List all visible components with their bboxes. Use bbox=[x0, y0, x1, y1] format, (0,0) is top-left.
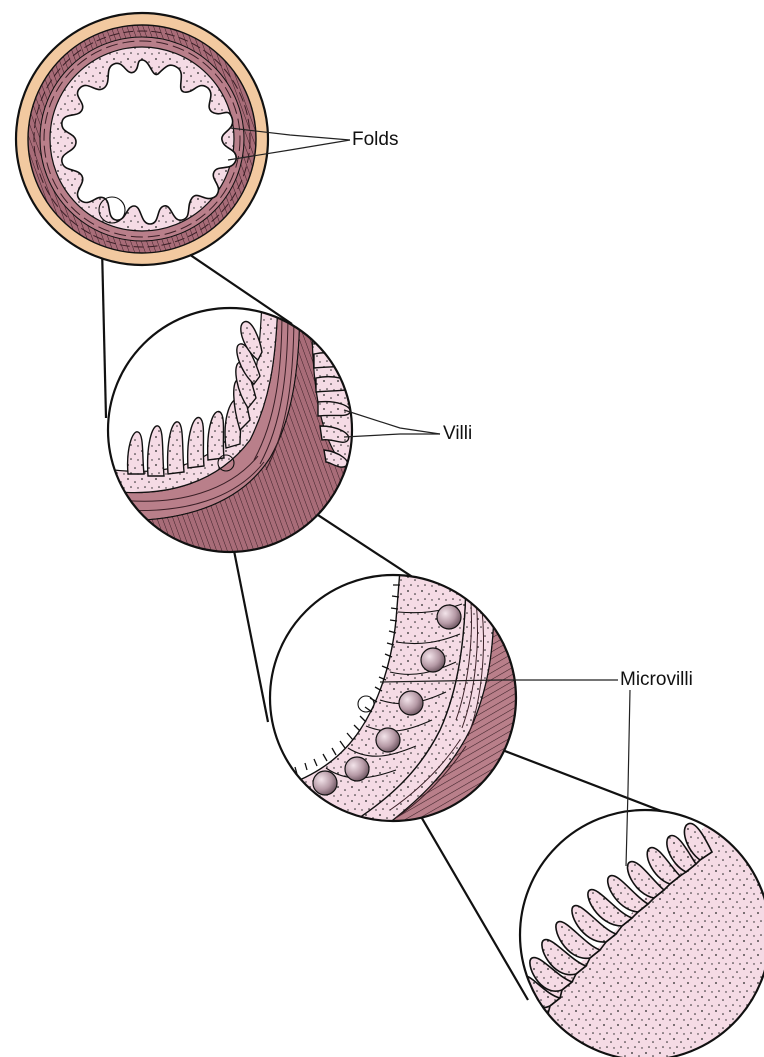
microvilli-label: Microvilli bbox=[620, 670, 693, 689]
intestine-cross-section bbox=[16, 13, 268, 265]
villi-magnification bbox=[100, 300, 360, 560]
microvilli-magnification bbox=[512, 810, 764, 1057]
epithelial-cells-magnification bbox=[260, 570, 520, 830]
villi-label: Villi bbox=[443, 424, 472, 443]
folds-label: Folds bbox=[352, 130, 398, 149]
